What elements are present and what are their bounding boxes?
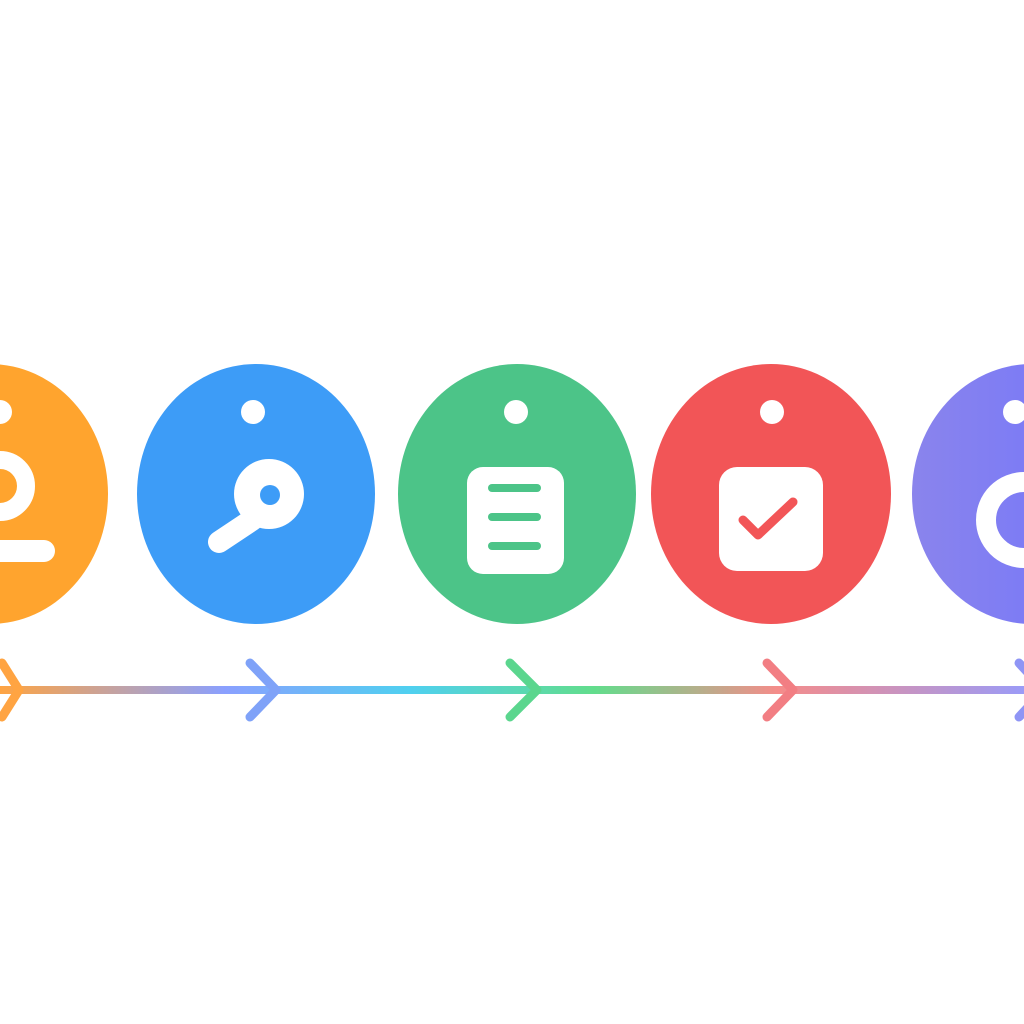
step-5-target	[912, 364, 1024, 624]
flow-arrow-2	[245, 658, 281, 722]
step-1-user	[0, 364, 108, 624]
flow-arrows	[0, 658, 1024, 722]
step-1-hanger-dot	[0, 400, 12, 424]
step-4-hanger-dot	[760, 400, 784, 424]
checklist-icon	[719, 467, 823, 571]
step-3-hanger-dot	[504, 400, 528, 424]
step-2-hanger-dot	[241, 400, 265, 424]
flow-arrow-1	[0, 658, 24, 722]
step-3-clipboard	[398, 364, 636, 624]
step-5-hanger-dot	[1003, 400, 1024, 424]
step-4-checklist	[651, 364, 891, 624]
user-icon	[0, 451, 55, 562]
target-icon	[976, 472, 1024, 568]
flow-arrow-4	[762, 658, 798, 722]
step-2-key	[137, 364, 375, 624]
key-icon	[208, 459, 304, 553]
flow-arrow-3	[505, 658, 542, 722]
clipboard-icon	[467, 467, 564, 574]
